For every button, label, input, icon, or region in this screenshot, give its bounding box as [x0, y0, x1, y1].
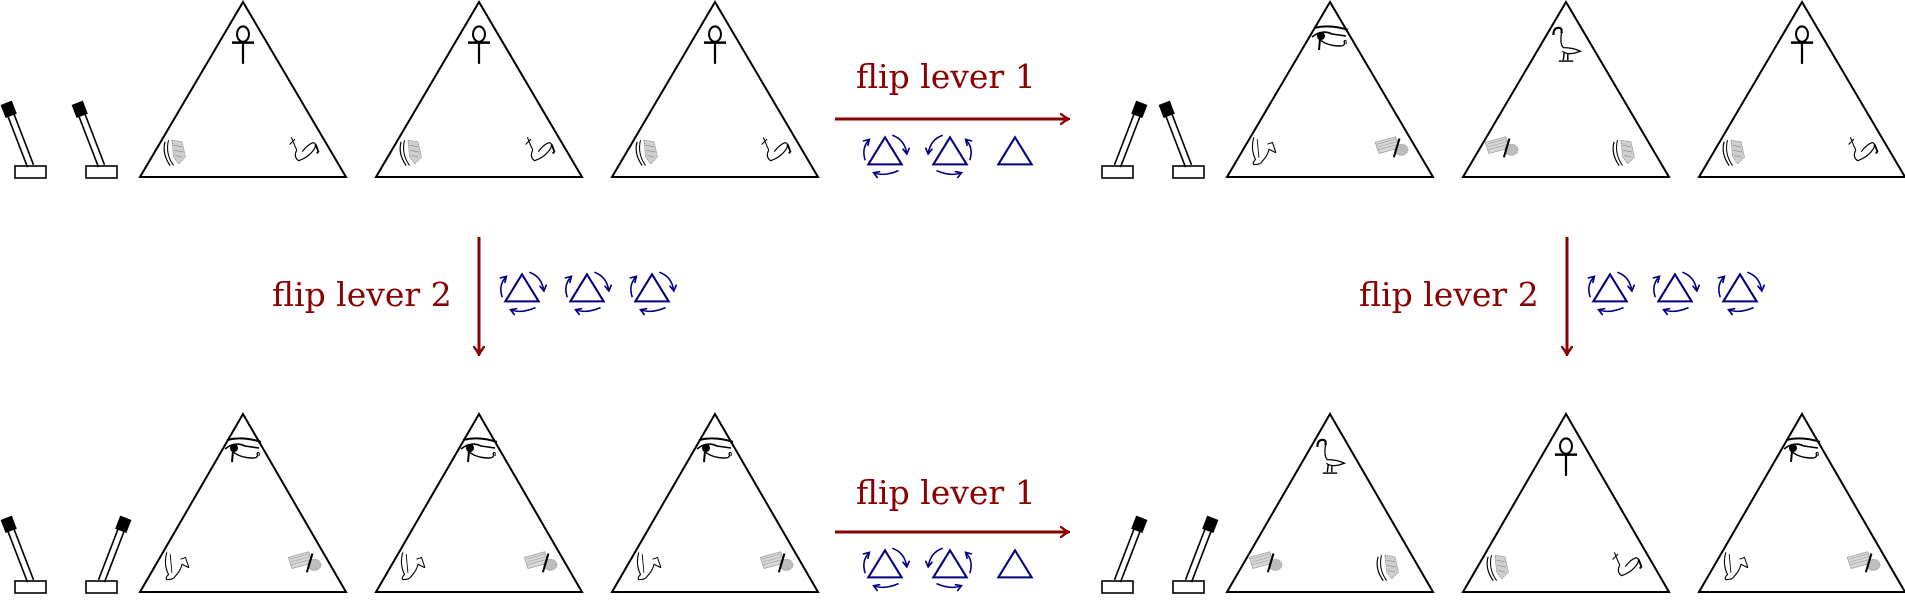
rotation-clockwise-icon	[864, 135, 907, 174]
rotation-clockwise-icon	[1654, 272, 1697, 311]
bird-icon	[164, 551, 190, 581]
pyramid-2	[374, 0, 584, 178]
bird-icon	[1251, 136, 1277, 166]
rotation-clockwise-icon	[864, 548, 907, 587]
papyrus-icon	[1612, 139, 1636, 167]
heron-icon	[524, 136, 556, 162]
lever-2-right	[1172, 515, 1219, 594]
scroll-icon	[1484, 135, 1519, 159]
rotation-none-icon	[997, 136, 1033, 166]
rotation-clockwise-icon	[1589, 272, 1632, 311]
state-top-left	[0, 0, 820, 179]
lever-1-right	[1101, 100, 1148, 179]
pyramid-2	[1461, 0, 1671, 178]
scroll-icon	[759, 550, 794, 574]
papyrus-icon	[1376, 554, 1400, 582]
pyramid-1	[1225, 412, 1435, 593]
ankh-icon	[702, 25, 728, 66]
label-right-flip-lever-2: flip lever 2	[1359, 275, 1539, 314]
ankh-icon	[230, 25, 256, 66]
eye-icon	[1783, 437, 1821, 463]
ibis-icon	[1316, 438, 1346, 475]
lever-1-left	[0, 100, 47, 179]
rotation-clockwise-icon	[631, 272, 674, 311]
label-top-flip-lever-1: flip lever 1	[856, 57, 1036, 96]
state-bottom-right	[1101, 412, 1905, 594]
eye-icon	[696, 437, 734, 463]
lever-2-left	[71, 100, 118, 179]
heron-icon	[1611, 551, 1643, 577]
eye-icon	[1311, 25, 1349, 51]
rotation-clockwise-icon	[1719, 272, 1762, 311]
lever-2-right	[85, 515, 132, 594]
state-top-right	[1101, 0, 1905, 179]
pyramid-1	[138, 0, 348, 178]
papyrus-icon	[635, 139, 659, 167]
rotation-none-icon	[997, 549, 1033, 579]
pyramid-3	[610, 412, 820, 593]
rotation-indicators-left-flip-lever-2	[501, 272, 674, 311]
ankh-icon	[1789, 25, 1815, 66]
rotation-indicators-bottom-flip-lever-1	[864, 548, 1033, 587]
bird-icon	[636, 551, 662, 581]
heron-icon	[1847, 136, 1879, 162]
lever-2-left	[1158, 100, 1205, 179]
bird-icon	[1723, 551, 1749, 581]
scroll-icon	[1846, 550, 1881, 574]
label-left-flip-lever-2: flip lever 2	[272, 275, 452, 314]
papyrus-icon	[1722, 139, 1746, 167]
rotation-clockwise-icon	[501, 272, 544, 311]
rotation-indicators-top-flip-lever-1	[864, 135, 1033, 174]
ankh-icon	[466, 25, 492, 66]
rotation-counterclockwise-icon	[928, 135, 971, 174]
state-bottom-left	[0, 412, 820, 594]
pyramid-2	[374, 412, 584, 593]
ankh-icon	[1553, 437, 1579, 478]
rotation-counterclockwise-icon	[928, 548, 971, 587]
rotation-indicators-right-flip-lever-2	[1589, 272, 1762, 311]
heron-icon	[288, 136, 320, 162]
lever-1-right	[1101, 515, 1148, 594]
scroll-icon	[1248, 550, 1283, 574]
scroll-icon	[287, 550, 322, 574]
eye-icon	[224, 437, 262, 463]
pyramid-2	[1461, 412, 1671, 593]
scroll-icon	[523, 550, 558, 574]
pyramid-1	[1225, 0, 1435, 178]
papyrus-icon	[1486, 554, 1510, 582]
scroll-icon	[1374, 135, 1409, 159]
rotation-clockwise-icon	[566, 272, 609, 311]
label-bottom-flip-lever-1: flip lever 1	[856, 473, 1036, 512]
pyramid-3	[1697, 0, 1905, 178]
eye-icon	[460, 437, 498, 463]
ibis-icon	[1552, 26, 1582, 63]
papyrus-icon	[399, 139, 423, 167]
pyramid-3	[610, 0, 820, 178]
pyramid-1	[138, 412, 348, 593]
pyramid-3	[1697, 412, 1905, 593]
lever-1-left	[0, 515, 47, 594]
heron-icon	[760, 136, 792, 162]
papyrus-icon	[163, 139, 187, 167]
bird-icon	[400, 551, 426, 581]
